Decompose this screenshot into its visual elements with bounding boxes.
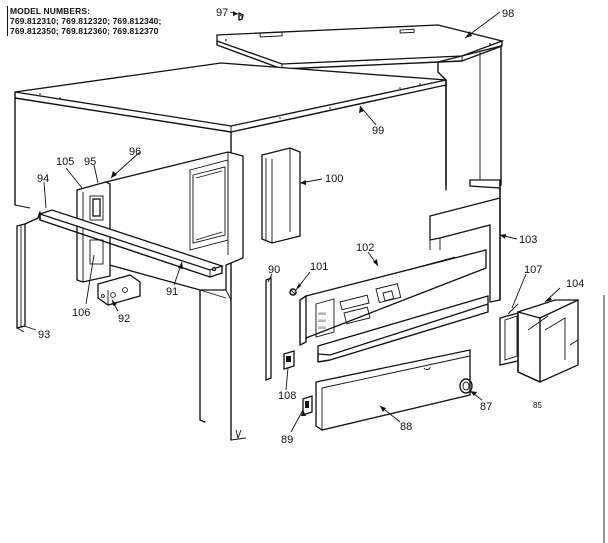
- callout-labels: 97 98 99 96 105 95 94 100 103 102 107 10…: [37, 7, 584, 446]
- callout-97: 97: [216, 7, 228, 19]
- part-87-knob: [459, 378, 473, 394]
- part-98-top-cover: [216, 24, 505, 70]
- part-93-left-rail: [16, 211, 41, 333]
- part-103-right-panel: [429, 179, 501, 303]
- part-99-top-panel: [14, 62, 447, 133]
- model-numbers-line-1: 769.812310; 769.812320; 769.812340;: [10, 16, 162, 26]
- callout-99: 99: [372, 125, 384, 137]
- part-108-switch: [283, 350, 295, 370]
- callout-96: 96: [129, 146, 141, 158]
- part-107-frame: [499, 303, 523, 366]
- callout-105: 105: [56, 156, 74, 168]
- callout-100: 100: [325, 173, 343, 185]
- callout-87: 87: [480, 401, 492, 413]
- part-104-duct: [517, 299, 579, 383]
- callout-102: 102: [356, 242, 374, 254]
- part-102-control-panel: 0000 0000 0000: [299, 249, 487, 346]
- part-96-partition: [105, 151, 244, 301]
- part-101-clip: [289, 288, 297, 296]
- callout-88: 88: [400, 421, 412, 433]
- callout-98: 98: [502, 8, 514, 20]
- callout-92: 92: [118, 313, 130, 325]
- callout-107: 107: [524, 264, 542, 276]
- callout-104: 104: [566, 278, 584, 290]
- callout-108: 108: [278, 390, 296, 402]
- leader-arrows: [111, 11, 552, 416]
- callout-95: 95: [84, 156, 96, 168]
- model-numbers-block: MODEL NUMBERS: 769.812310; 769.812320; 7…: [7, 6, 161, 36]
- callout-101: 101: [310, 261, 328, 273]
- part-97-screw: [238, 12, 244, 21]
- model-numbers-line-2: 769.812350; 769.812360; 769.812370: [10, 26, 159, 36]
- callout-90: 90: [268, 264, 280, 276]
- cabinet-front-face: [199, 84, 447, 441]
- callout-106: 106: [72, 307, 90, 319]
- part-92-plate: [97, 274, 141, 306]
- svg-text:0000: 0000: [318, 319, 326, 323]
- callout-89: 89: [281, 434, 293, 446]
- callout-85: 85: [533, 401, 542, 410]
- model-numbers-heading: MODEL NUMBERS:: [10, 6, 91, 16]
- cabinet-rear-housing: [437, 45, 502, 186]
- svg-text:0000: 0000: [318, 312, 326, 316]
- callout-93: 93: [38, 329, 50, 341]
- callout-103: 103: [519, 234, 537, 246]
- part-91-angle-rail: [37, 209, 225, 278]
- svg-text:0000: 0000: [318, 326, 326, 330]
- part-100-bracket: [261, 147, 301, 244]
- part-88-lower-bezel: [315, 295, 489, 431]
- part-90-strip: [265, 277, 272, 381]
- callout-91: 91: [166, 286, 178, 298]
- callout-94: 94: [37, 173, 49, 185]
- part-89-switch: [302, 395, 313, 416]
